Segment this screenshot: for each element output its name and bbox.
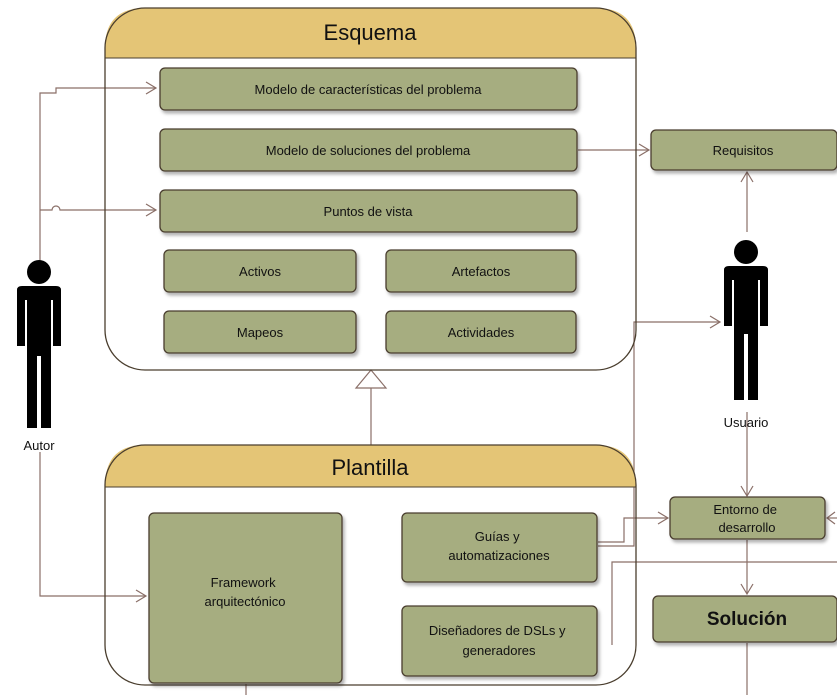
generalization-triangle [354, 369, 388, 389]
right-devenv-arrowhead [826, 511, 836, 525]
author-framework-arrowhead [135, 589, 148, 603]
template-header [105, 445, 636, 487]
artifacts-label: Artefactos [452, 264, 511, 279]
schema-container: Esquema [104, 7, 637, 371]
guides-devenv-arrow [598, 517, 668, 543]
feature-model-label: Modelo de características del problema [255, 82, 483, 97]
solution-box: Solución [652, 595, 837, 643]
designers-label: Diseñadores de DSLs y generadores [429, 623, 569, 658]
viewpoints-box: Puntos de vista [159, 189, 578, 233]
author-viewpoints-arrowhead [145, 203, 158, 217]
author-viewpoints-arrow [40, 205, 156, 211]
model-requirements-arrowhead [638, 143, 651, 157]
user-devenv-arrowhead [740, 485, 754, 498]
requirements-box: Requisitos [650, 129, 837, 171]
guides-label: Guías y automatizaciones [448, 529, 550, 563]
activities-label: Actividades [448, 325, 515, 340]
guides-devenv-arrowhead [657, 511, 670, 525]
guides-box: Guías y automatizaciones [401, 512, 598, 583]
author-icon [17, 260, 61, 428]
author-framework-arrow [39, 452, 146, 597]
dev-env-label: Entorno de desarrollo [713, 502, 780, 535]
template-container: Plantilla [104, 444, 637, 686]
solution-label: Solución [707, 609, 787, 630]
author-feature-arrow [39, 87, 156, 266]
user-icon [724, 240, 768, 400]
user-requirements-arrowhead [740, 170, 754, 183]
mappings-label: Mapeos [237, 325, 284, 340]
viewpoints-label: Puntos de vista [324, 204, 414, 219]
assets-label: Activos [239, 264, 281, 279]
schema-header [105, 8, 636, 58]
mappings-box: Mapeos [163, 310, 357, 354]
designers-line [611, 561, 837, 645]
schema-title: Esquema [324, 20, 418, 45]
assets-box: Activos [163, 249, 357, 293]
author-label: Autor [23, 438, 55, 453]
designers-box: Diseñadores de DSLs y generadores [401, 605, 598, 677]
activities-box: Actividades [385, 310, 577, 354]
author-feature-arrowhead [145, 81, 158, 95]
framework-label: Framework arquitectónico [205, 575, 286, 609]
devenv-solution-arrowhead [740, 583, 754, 596]
schema-frame [104, 7, 637, 371]
connectors [39, 81, 837, 695]
framework-box: Framework arquitectónico [148, 512, 343, 684]
dev-env-box: Entorno de desarrollo [669, 496, 826, 540]
template-title: Plantilla [331, 455, 409, 480]
feature-model-box: Modelo de características del problema [159, 67, 578, 111]
solution-model-label: Modelo de soluciones del problema [266, 143, 471, 158]
guides-user-arrowhead [709, 315, 722, 329]
user-label: Usuario [724, 415, 769, 430]
requirements-label: Requisitos [713, 143, 774, 158]
template-frame [104, 444, 637, 686]
solution-model-box: Modelo de soluciones del problema [159, 128, 578, 172]
guides-user-arrow [598, 321, 720, 547]
artifacts-box: Artefactos [385, 249, 577, 293]
